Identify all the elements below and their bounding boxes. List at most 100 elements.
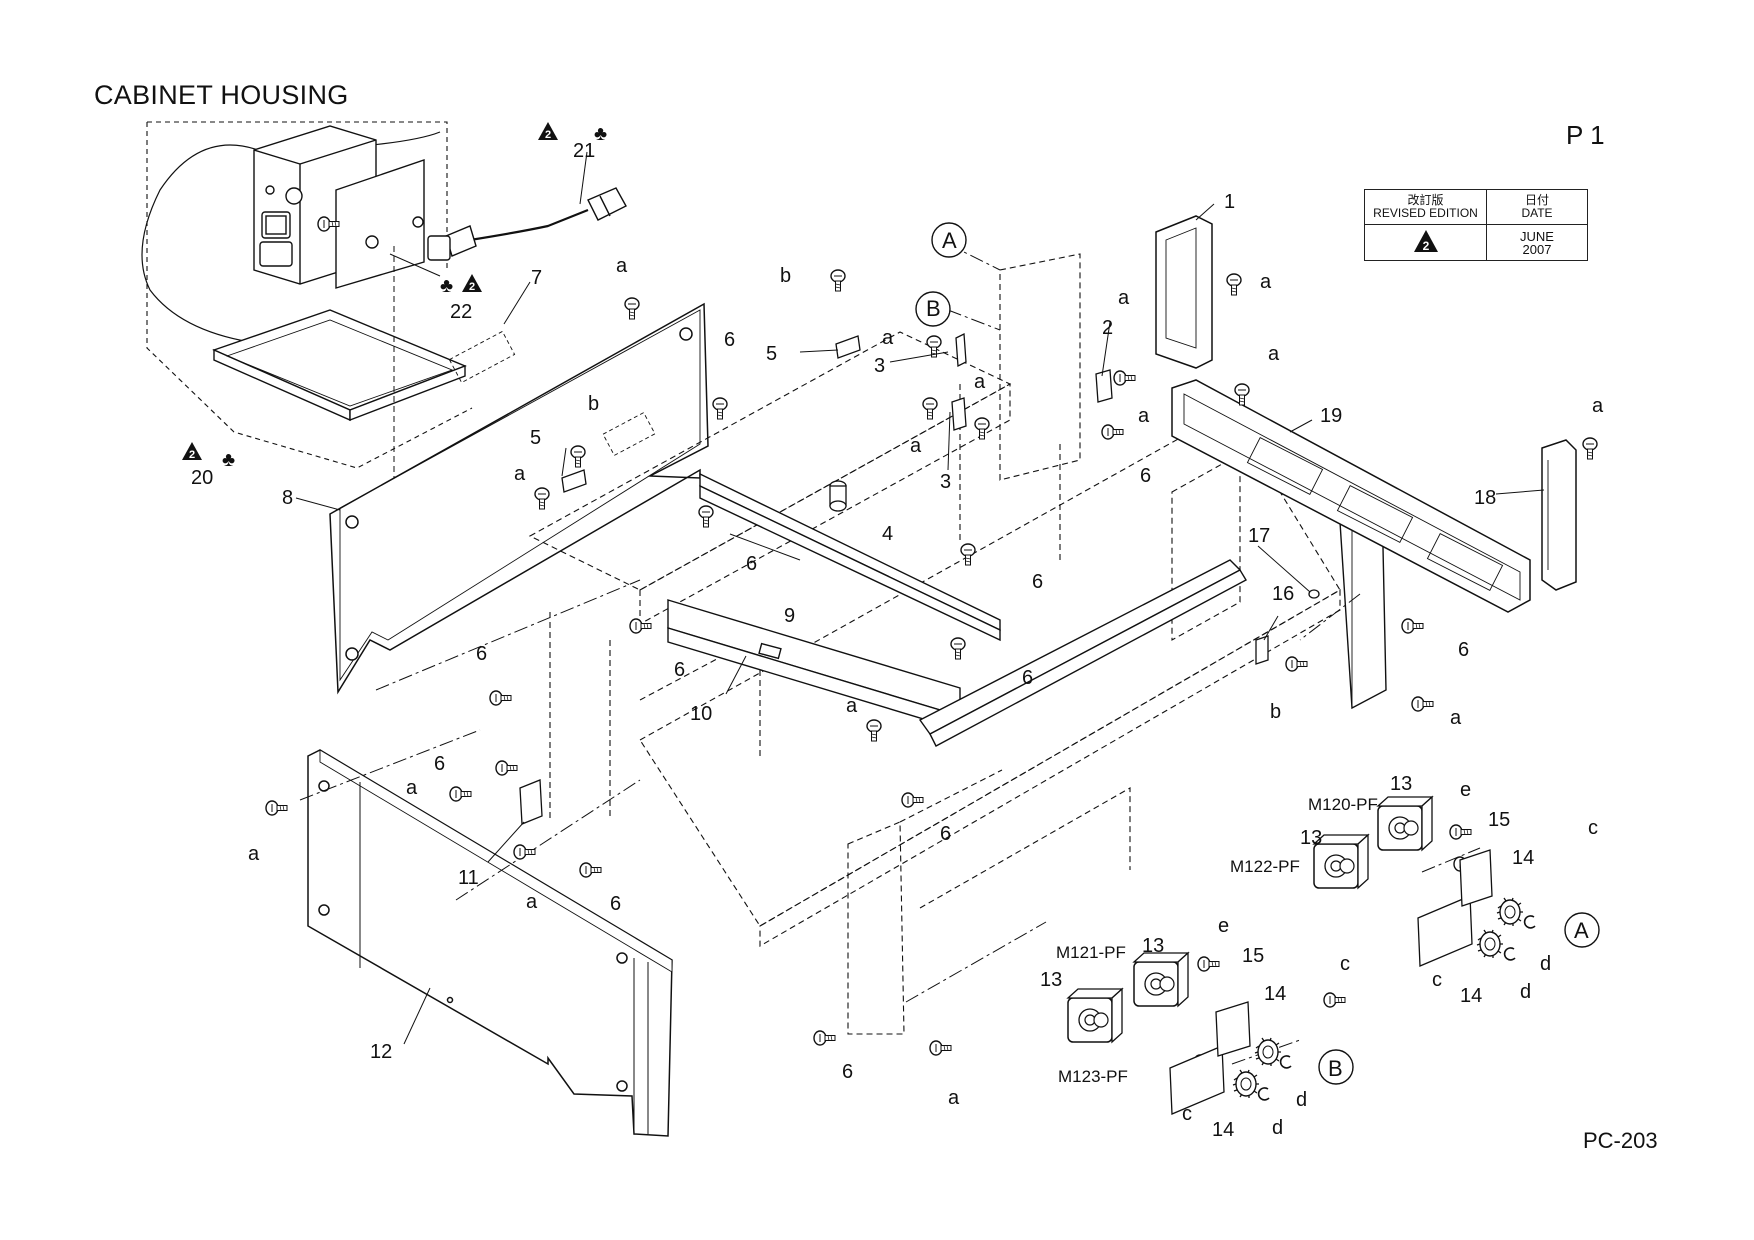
callout-label: A [942, 228, 957, 253]
revision-triangle-icon: 2 [182, 442, 202, 461]
callout-label: 7 [531, 267, 542, 289]
right-cover-parts [1155, 215, 1577, 613]
callout-label: d [1520, 981, 1531, 1003]
callout-label: a [910, 435, 922, 457]
revision-triangle-icon: 2 [462, 274, 482, 293]
callout-label: a [1138, 405, 1150, 427]
callout-label: 3 [940, 471, 951, 493]
callout-label: 5 [530, 427, 541, 449]
callout-label: M121-PF [1056, 943, 1126, 962]
callout-label: 6 [746, 553, 757, 575]
small-brackets [519, 332, 1320, 825]
callout-label: 6 [1140, 465, 1151, 487]
callout-label: a [248, 843, 260, 865]
callout-label: c [1588, 817, 1598, 839]
callout-label: 14 [1512, 847, 1534, 869]
callout-label: 1 [1224, 191, 1235, 213]
callout-label: 22 [450, 301, 472, 323]
revision-date-year: 2007 [1522, 241, 1552, 257]
callout-label: 4 [882, 523, 893, 545]
callout-label: 6 [434, 753, 445, 775]
callout-label: d [1296, 1089, 1307, 1111]
callout-label: a [974, 371, 986, 393]
callout-label: 11 [458, 867, 479, 889]
callout-labels: 21 22 20 7 8 a b 5 a b 5 a 3 6 B A a a 3… [191, 140, 1604, 1141]
callout-label: 13 [1390, 773, 1412, 795]
callout-label: 10 [690, 703, 712, 725]
callout-label: A [1574, 918, 1589, 943]
callout-label: 5 [766, 343, 777, 365]
club-icon: ♣ [222, 449, 235, 471]
revision-triangle-icon: 2 [538, 122, 558, 141]
callout-label: 6 [940, 823, 951, 845]
callout-label: b [588, 393, 599, 415]
callout-label: a [1268, 343, 1280, 365]
callout-label: a [846, 695, 858, 717]
club-icon: ♣ [594, 123, 607, 145]
revision-mark-number: 2 [545, 129, 551, 141]
revision-date-header-jp: 日付 [1524, 193, 1549, 207]
callout-label: M122-PF [1230, 857, 1300, 876]
revision-date-value: JUNE 2007 [1486, 224, 1588, 261]
revision-date-header-en: DATE [1521, 206, 1553, 220]
callout-label: 12 [370, 1041, 392, 1063]
callout-label: c [1182, 1103, 1192, 1125]
document-code: PC-203 [1583, 1128, 1658, 1153]
revision-edition-header-jp: 改訂版 [1407, 193, 1444, 207]
leader-lines [295, 151, 1545, 1045]
revision-date-month: JUNE [1520, 228, 1554, 244]
callout-label: 6 [610, 893, 621, 915]
callout-label: 15 [1242, 945, 1264, 967]
callout-label: c [1340, 953, 1350, 975]
callout-label: c [1432, 969, 1442, 991]
callout-label: 6 [476, 643, 487, 665]
page-number: P 1 [1566, 120, 1605, 150]
callout-label: d [1540, 953, 1551, 975]
callout-label: 8 [282, 487, 293, 509]
revision-edition-number: 2 [1422, 239, 1429, 253]
callout-label: d [1272, 1117, 1283, 1139]
callout-label: 6 [674, 659, 685, 681]
revision-edition-header-en: REVISED EDITION [1373, 206, 1478, 220]
callout-label: M120-PF [1308, 795, 1378, 814]
callout-label: a [526, 891, 538, 913]
assembly-guide-lines [299, 243, 1481, 1065]
revision-mark-number: 2 [469, 281, 475, 293]
callout-label: 19 [1320, 405, 1342, 427]
callout-label: 14 [1212, 1119, 1234, 1141]
callout-label: a [948, 1087, 960, 1109]
main-frame-chassis [528, 253, 1341, 1035]
front-cover-panel [307, 749, 673, 1137]
revision-edition-header: 改訂版 REVISED EDITION [1364, 189, 1487, 225]
callout-label: a [882, 327, 894, 349]
power-supply-assembly [141, 121, 473, 520]
callout-label: 14 [1264, 983, 1286, 1005]
callout-label: 2 [1102, 317, 1113, 339]
callout-label: 13 [1040, 969, 1062, 991]
club-icon: ♣ [440, 275, 453, 297]
callout-label: e [1460, 779, 1471, 801]
callout-label: 20 [191, 467, 213, 489]
callout-label: 3 [874, 355, 885, 377]
callout-label: 16 [1272, 583, 1294, 605]
revision-triangle-icon: 2 [1413, 230, 1438, 253]
rail-stays [667, 472, 1247, 747]
callout-label: b [1270, 701, 1281, 723]
callout-label: 9 [784, 605, 795, 627]
revision-edition-value: 2 [1364, 224, 1487, 261]
callout-label: a [1118, 287, 1130, 309]
callout-label: a [1592, 395, 1604, 417]
page-title: CABINET HOUSING [94, 80, 349, 110]
revision-table: 改訂版 REVISED EDITION 日付 DATE 2 JUNE 2007 [1364, 189, 1588, 261]
revision-mark-number: 2 [189, 449, 195, 461]
callout-label: 13 [1300, 827, 1322, 849]
motor-assembly-lower [1067, 952, 1292, 1115]
callout-label: B [1328, 1056, 1343, 1081]
callout-label: a [514, 463, 526, 485]
callout-label: 6 [1022, 667, 1033, 689]
callout-label: 6 [1032, 571, 1043, 593]
revision-markers: 2 ♣ ♣ 2 2 ♣ [182, 122, 607, 471]
callout-label: 14 [1460, 985, 1482, 1007]
callout-label: 15 [1488, 809, 1510, 831]
